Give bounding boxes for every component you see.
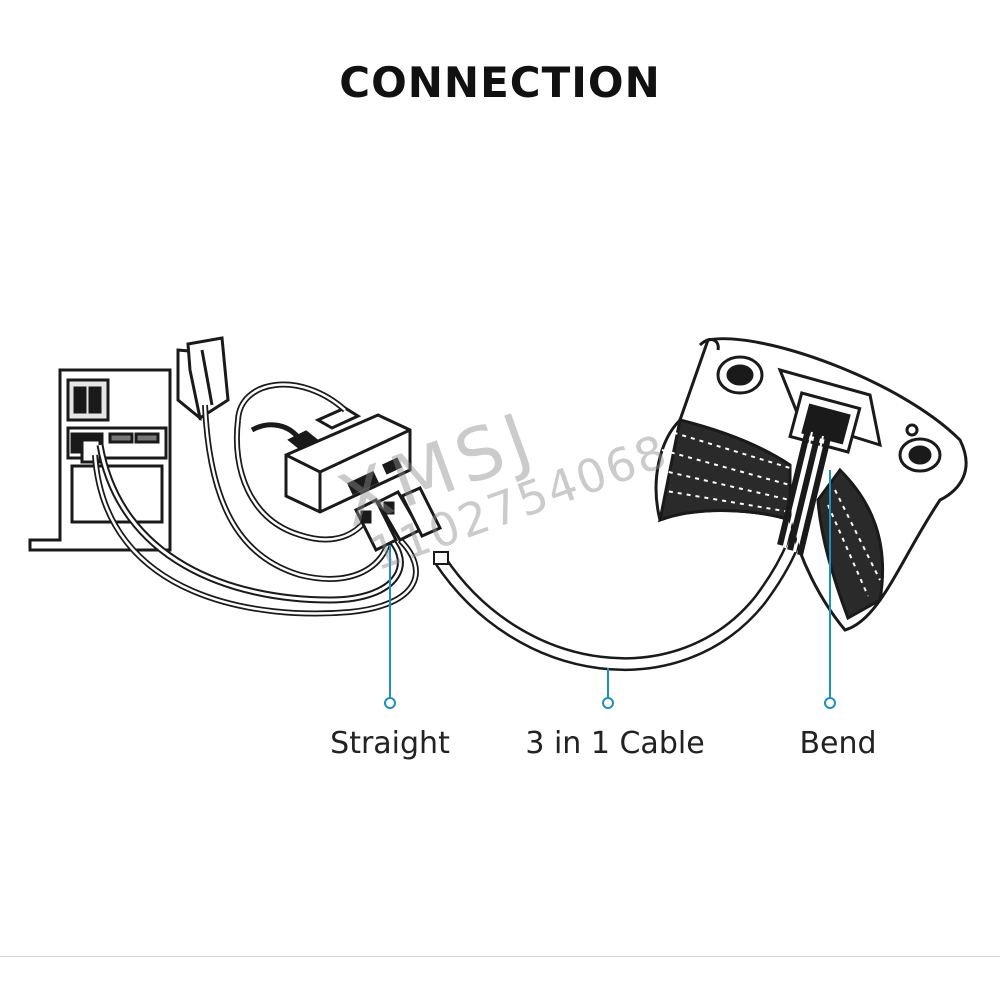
- label-3-in-1-cable: 3 in 1 Cable: [525, 726, 705, 761]
- bottom-divider: [0, 956, 1000, 957]
- straight-connectors: [353, 486, 443, 553]
- power-adapter-icon: [176, 336, 230, 422]
- breakout-box-icon: [284, 406, 412, 514]
- vr-headset-icon: [654, 337, 968, 632]
- callout-bend: [824, 470, 836, 709]
- page-title: CONNECTION: [339, 58, 661, 107]
- label-bend: Bend: [799, 726, 877, 761]
- callout-straight: [384, 545, 396, 709]
- pc-cables: [92, 381, 419, 617]
- callout-cable: [602, 668, 614, 709]
- label-straight: Straight: [330, 726, 450, 761]
